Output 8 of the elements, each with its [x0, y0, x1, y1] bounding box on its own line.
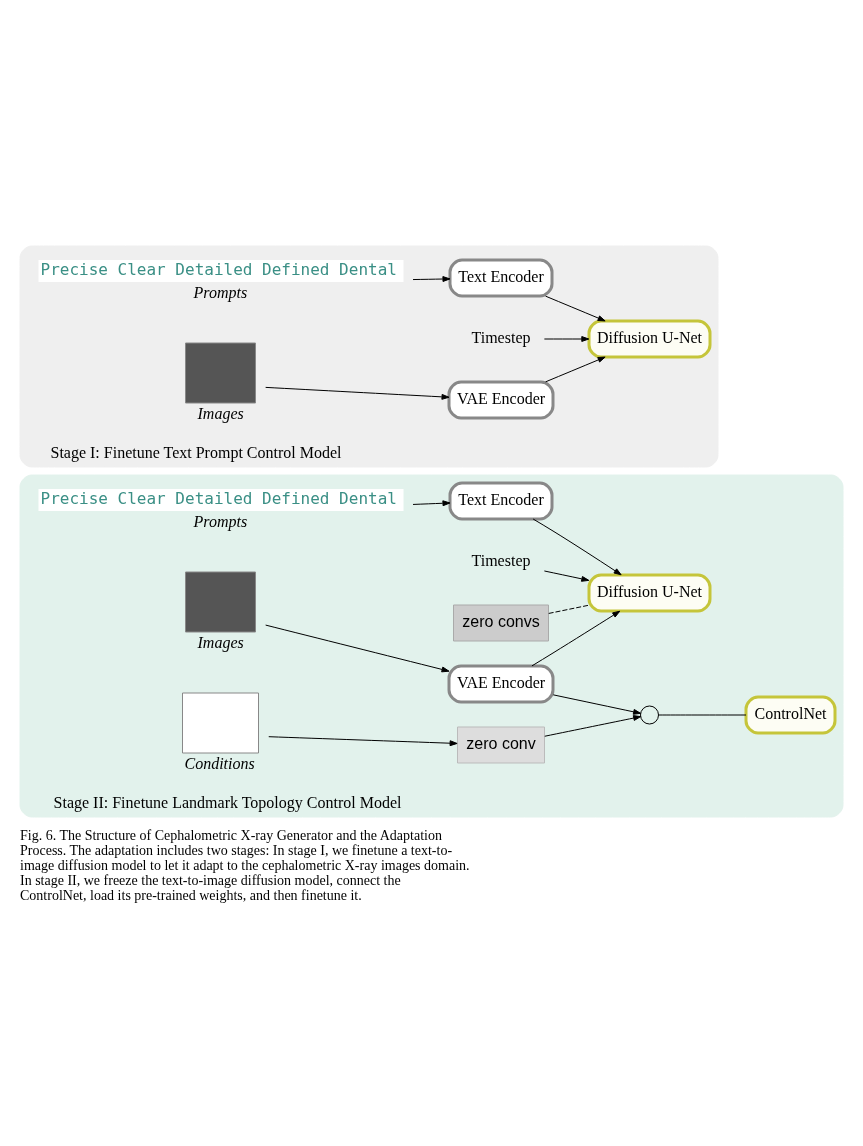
node-text: Timestep [471, 328, 531, 346]
node-label: Images [197, 404, 244, 422]
node-label: Prompts [193, 512, 248, 530]
node-label: Prompts [193, 283, 248, 301]
node-label: Images [197, 633, 244, 651]
node-text: Timestep [471, 551, 531, 569]
caption: Fig. 6. The Structure of Cephalometric X-ray Generator and the Adaptation Process. The adaptation includes two stages: In stage I, we finetune a text-to-image diffusion model to let it adapt to the cephalometric X-ray images domain. In stage II, we freeze the text-to-image diffusion model, connect the ControlNet, load its pre-trained weights, and then finetune it. [20, 828, 470, 904]
node-label: Conditions [184, 754, 255, 772]
